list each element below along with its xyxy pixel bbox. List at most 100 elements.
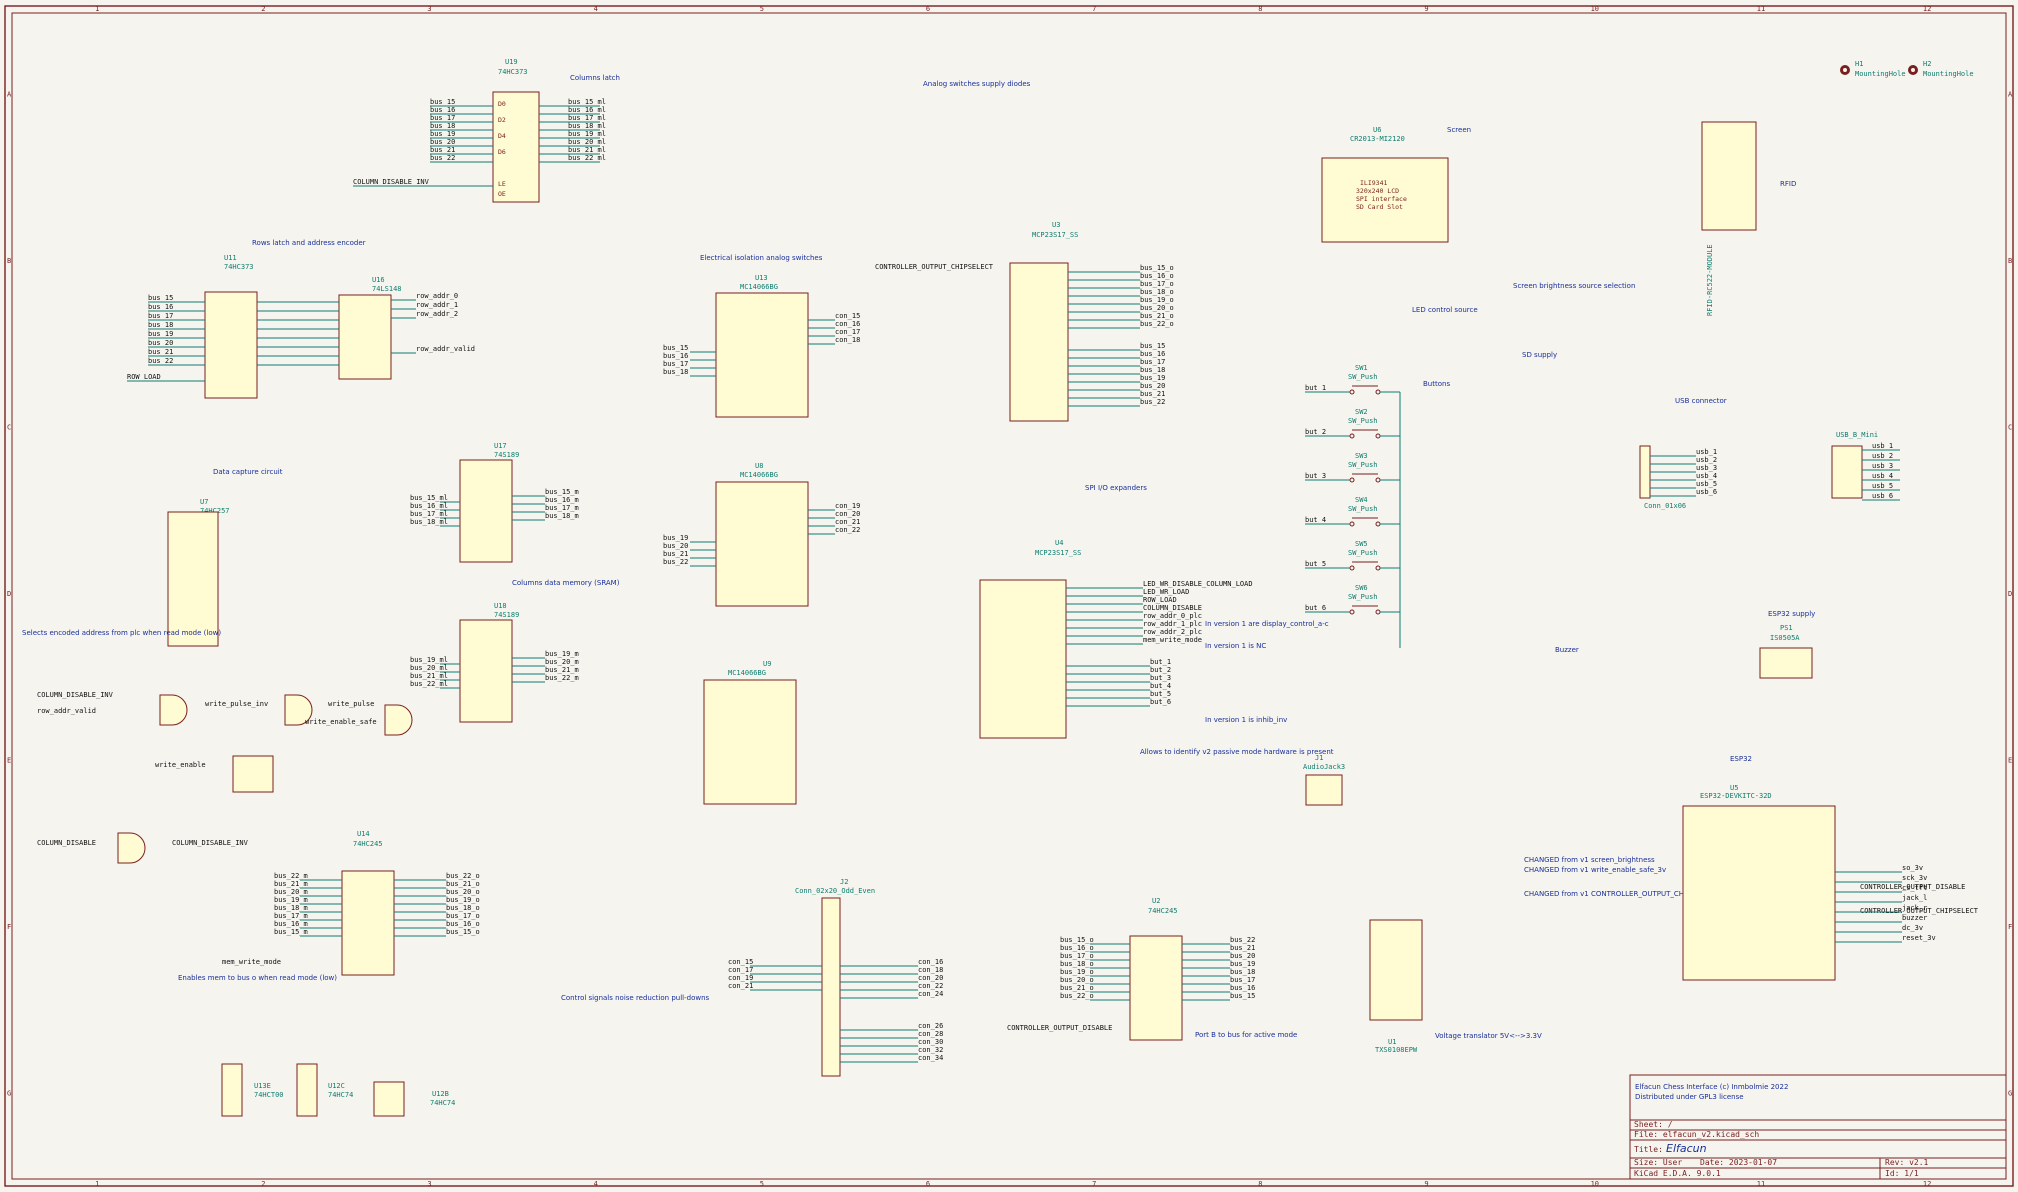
net-u3-a: bus_15_o — [1140, 264, 1174, 272]
net-u2-in: bus_19_o — [1060, 968, 1094, 976]
net-esp32-out: jack_r — [1902, 904, 1927, 912]
net-u3-b: bus_22 — [1140, 398, 1165, 406]
net-bus-ml-in: bus_17_ml — [410, 510, 448, 518]
net-button: but_4 — [1305, 516, 1326, 524]
net-j2-con: con_34 — [918, 1054, 943, 1062]
net-u14-out: bus_16_o — [446, 920, 480, 928]
rows-latch-block: Rows latch and address encoder U11 74HC3… — [127, 239, 475, 399]
j2-connector: Conn_02x20_Odd_Even J2 con_16con_18con_2… — [728, 878, 943, 1077]
column-memory-note: Columns data memory (SRAM) — [512, 579, 620, 587]
button-value: SW_Push — [1348, 417, 1378, 425]
net-write-enable-safe: write_enable_safe — [305, 718, 377, 726]
net-esp32-out-chipselect: CONTROLLER_OUTPUT_CHIPSELECT — [1860, 907, 1979, 915]
net-bus-m: bus_19_m — [545, 650, 579, 658]
u8-value: MC14066BG — [740, 471, 778, 479]
net-bus-col-ml: bus_18_ml — [568, 122, 606, 130]
data-capture-block: Data capture circuit U7 74HC257 Selects … — [22, 468, 283, 647]
rows-latch-note: Rows latch and address encoder — [252, 239, 366, 247]
net-u14-out: bus_18_o — [446, 904, 480, 912]
net-switch-bus2: bus_20 — [663, 542, 688, 550]
net-u4-control: mem_write_mode — [1143, 636, 1202, 644]
svg-text:SD Card Slot: SD Card Slot — [1356, 203, 1403, 211]
rfid-block: RFID RFID-RC522-MODULE — [1701, 121, 1796, 316]
net-esp32-out: jack_l — [1902, 894, 1927, 902]
svg-text:74HC74: 74HC74 — [430, 1099, 455, 1107]
net-u3-b: bus_20 — [1140, 382, 1165, 390]
net-j2-con: con_28 — [918, 1030, 943, 1038]
p1-value: RFID-RC522-MODULE — [1706, 244, 1714, 316]
net-j2-con: con_32 — [918, 1046, 943, 1054]
net-u2-in: bus_17_o — [1060, 952, 1094, 960]
net-row-addr: row_addr_2 — [416, 310, 458, 318]
button-ref: SW2 — [1355, 408, 1368, 416]
u1-translator: TXS0108EPW U1 Voltage translator 5V<-->3… — [1369, 919, 1542, 1054]
net-u14-out: bus_15_o — [446, 928, 480, 936]
u8-ref: U8 — [755, 462, 763, 470]
v1-note2: In version 1 is NC — [1205, 642, 1266, 650]
net-con: con_21 — [835, 518, 860, 526]
net-usb-j3: usb_4 — [1872, 472, 1893, 480]
net-column-disable-inv-3: COLUMN_DISABLE_INV — [172, 839, 249, 847]
frame-col-bottom: 4 — [594, 1180, 598, 1188]
net-esp32-out: sck_3v — [1902, 874, 1927, 882]
j2-ref: J2 — [840, 878, 848, 886]
mounting-holes: H1 MountingHole H2 MountingHole — [1840, 60, 1974, 78]
net-u14-out: bus_21_o — [446, 880, 480, 888]
net-u2-in: bus_21_o — [1060, 984, 1094, 992]
net-row-addr: row_addr_0 — [416, 292, 458, 300]
net-row-addr: row_addr_1 — [416, 301, 458, 309]
frame-col-bottom: 12 — [1923, 1180, 1931, 1188]
net-bus-ml-in: bus_18_ml — [410, 518, 448, 526]
h2-value: MountingHole — [1923, 70, 1974, 78]
u19-ref: U19 — [505, 58, 518, 66]
net-bus-col: bus_16 — [430, 106, 455, 114]
net-bus-ml-in: bus_21_ml — [410, 672, 448, 680]
net-u14-out: bus_20_o — [446, 888, 480, 896]
h1-ref: H1 — [1855, 60, 1863, 68]
frame-row-right: C — [2008, 423, 2012, 431]
net-bus-col-ml: bus_22_ml — [568, 154, 606, 162]
gates-block — [117, 694, 413, 864]
net-u14-in: bus_15_m — [274, 928, 308, 936]
net-u4-button: but_4 — [1150, 682, 1171, 690]
net-j2-left: con_15 — [728, 958, 753, 966]
net-bus-col: bus_15 — [430, 98, 455, 106]
net-j2-con: con_16 — [918, 958, 943, 966]
buttons-note: Buttons — [1423, 380, 1450, 388]
net-j2-left: con_17 — [728, 966, 753, 974]
net-bus-col-ml: bus_19_ml — [568, 130, 606, 138]
frame-col-top: 12 — [1923, 5, 1931, 13]
sram-block: U17 74S189 U18 74S189 Columns data memor… — [410, 442, 620, 723]
net-esp32-out: dc_3v — [1902, 924, 1923, 932]
tb-id: Id: 1/1 — [1885, 1169, 1919, 1178]
net-esp32-out: so_3v — [1902, 864, 1923, 872]
frame-col-bottom: 2 — [261, 1180, 265, 1188]
net-u2-in: bus_22_o — [1060, 992, 1094, 1000]
net-usb-j3: usb_2 — [1872, 452, 1893, 460]
frame-row-left: A — [7, 90, 12, 98]
net-bus-col: bus_21 — [430, 146, 455, 154]
net-esp32-out: buzzer — [1902, 914, 1927, 922]
net-u14-in: bus_20_m — [274, 888, 308, 896]
net-u2-out: bus_21 — [1230, 944, 1255, 952]
u4-value: MCP23S17_SS — [1035, 549, 1081, 557]
frame-col-top: 5 — [760, 5, 764, 13]
net-bus-row: bus_15 — [148, 294, 173, 302]
net-u3-a: bus_20_o — [1140, 304, 1174, 312]
net-u3-b: bus_19 — [1140, 374, 1165, 382]
screen-note: Screen — [1447, 126, 1471, 134]
net-u4-control: LED_WR_LOAD — [1143, 588, 1189, 596]
button-value: SW_Push — [1348, 505, 1378, 513]
net-u4-button: but_3 — [1150, 674, 1171, 682]
frame-row-right: D — [2008, 590, 2012, 598]
frame-col-bottom: 1 — [95, 1180, 99, 1188]
frame-inner — [11, 12, 2007, 1180]
u1-value: TXS0108EPW — [1375, 1046, 1418, 1054]
net-bus-m: bus_20_m — [545, 658, 579, 666]
net-switch-bus: bus_16 — [663, 352, 688, 360]
j1-ref: J1 — [1315, 754, 1323, 762]
u5-ref: U5 — [1730, 784, 1738, 792]
u2-ref: U2 — [1152, 897, 1160, 905]
net-j2-con: con_24 — [918, 990, 943, 998]
net-usb-j3: usb_6 — [1872, 492, 1893, 500]
